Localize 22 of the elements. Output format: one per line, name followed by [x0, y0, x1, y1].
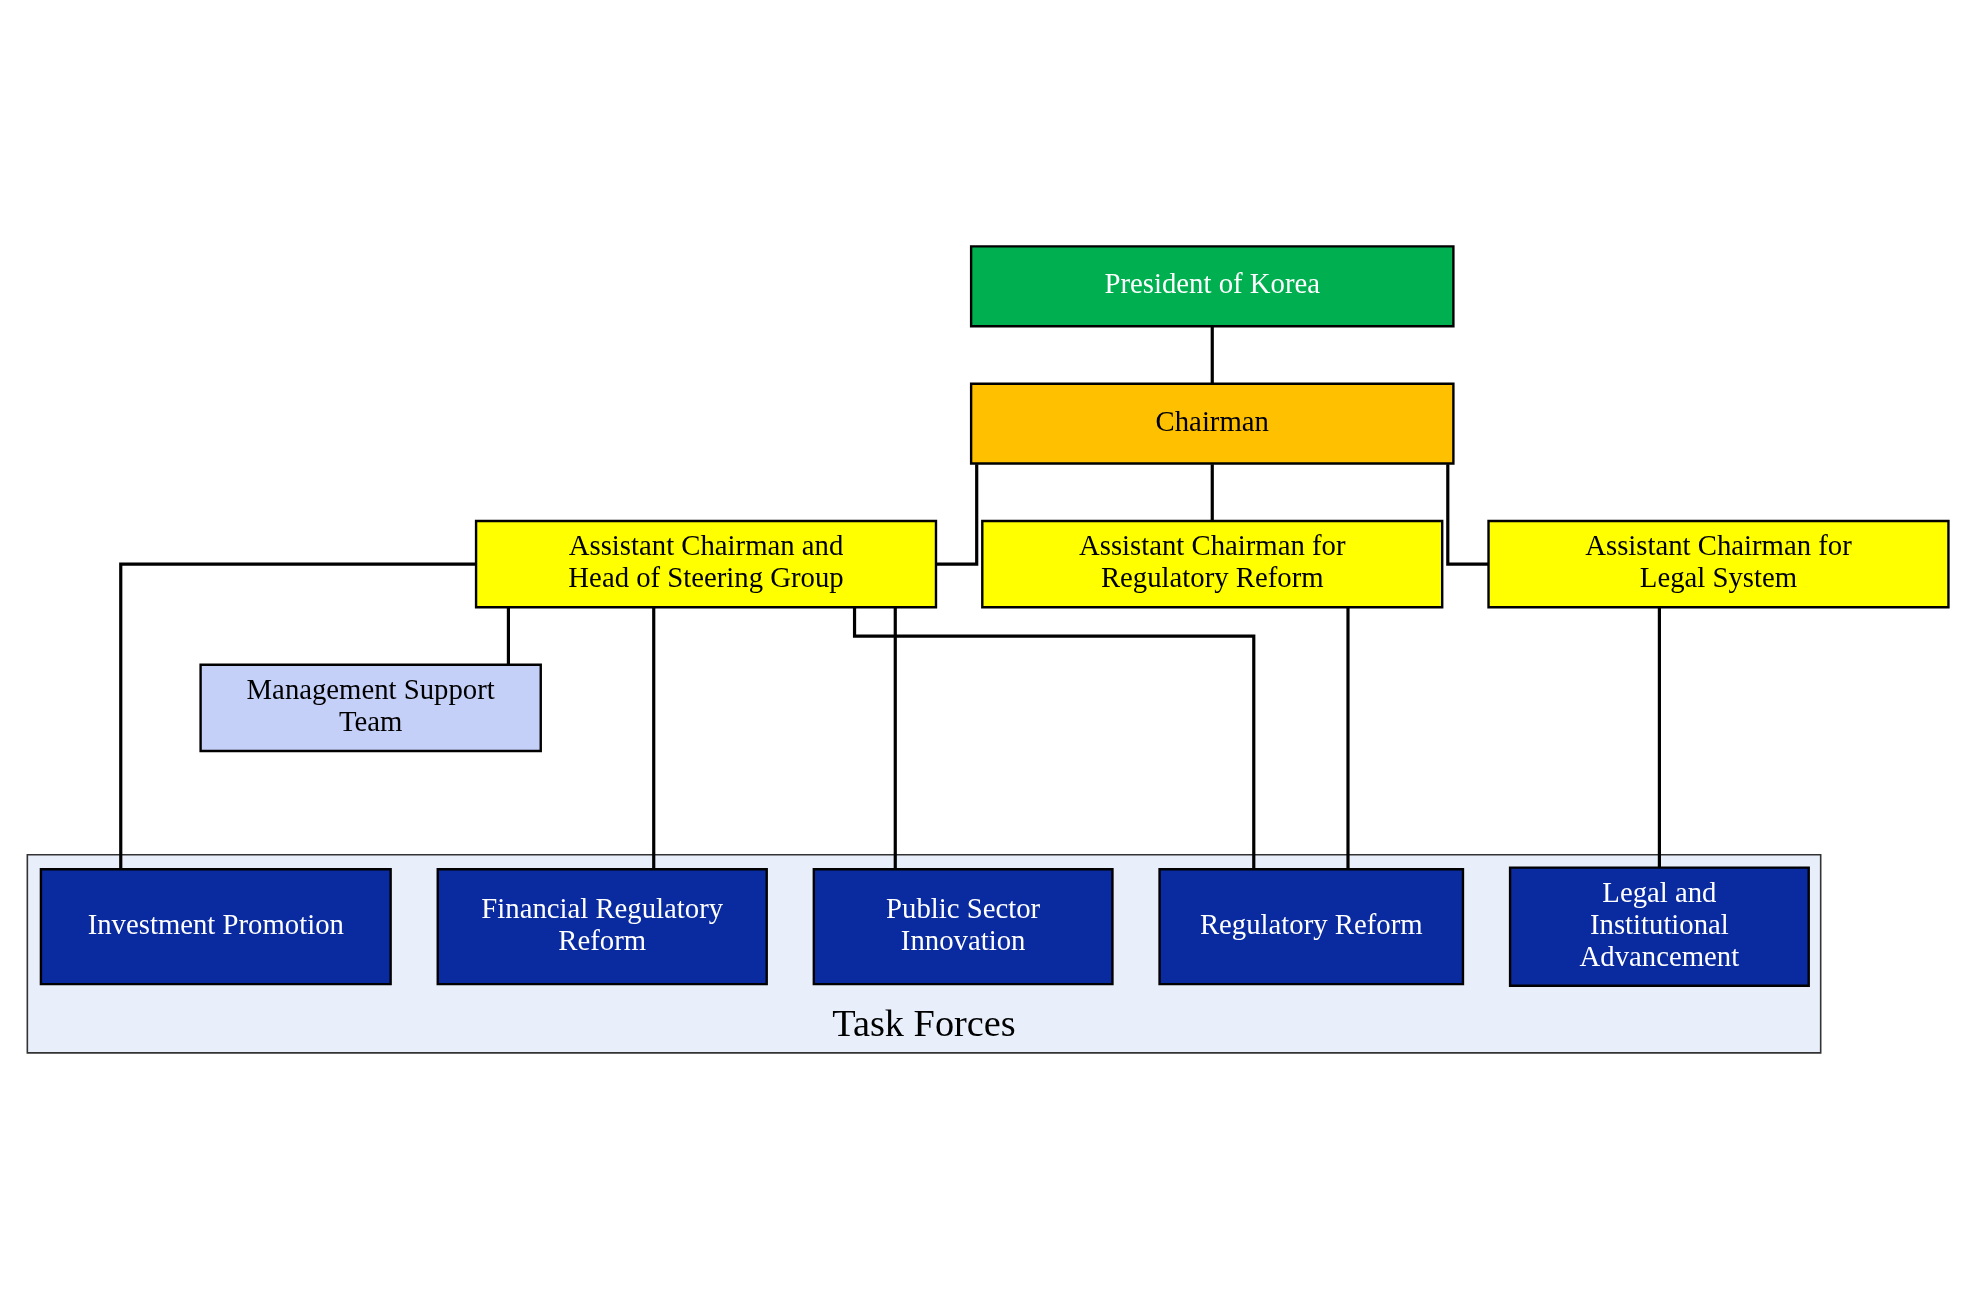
connector — [506, 607, 510, 665]
node-box: Financial Regulatory Reform — [436, 868, 768, 986]
connector — [936, 464, 979, 566]
node-box: President of Korea — [969, 245, 1455, 328]
node-box: Regulatory Reform — [1158, 868, 1465, 986]
node-box: Assistant Chairman and Head of Steering Group — [474, 519, 938, 609]
connector — [1346, 607, 1350, 870]
node-box: Assistant Chairman for Legal System — [1487, 519, 1950, 609]
connector — [1210, 464, 1214, 521]
node-box: Investment Promotion — [39, 868, 392, 986]
node-box: Assistant Chairman for Regulatory Reform — [981, 519, 1444, 609]
connector — [893, 607, 897, 870]
node-box: Management Support Team — [199, 663, 542, 753]
node-box: Chairman — [969, 382, 1455, 465]
node-box: Legal and Institutional Advancement — [1508, 866, 1810, 987]
connector — [1446, 464, 1489, 566]
connector — [652, 607, 656, 870]
node-box: Public Sector Innovation — [812, 868, 1114, 986]
connector — [1657, 607, 1661, 868]
connector — [1210, 326, 1214, 384]
connector — [852, 607, 1256, 869]
connector — [119, 562, 476, 869]
